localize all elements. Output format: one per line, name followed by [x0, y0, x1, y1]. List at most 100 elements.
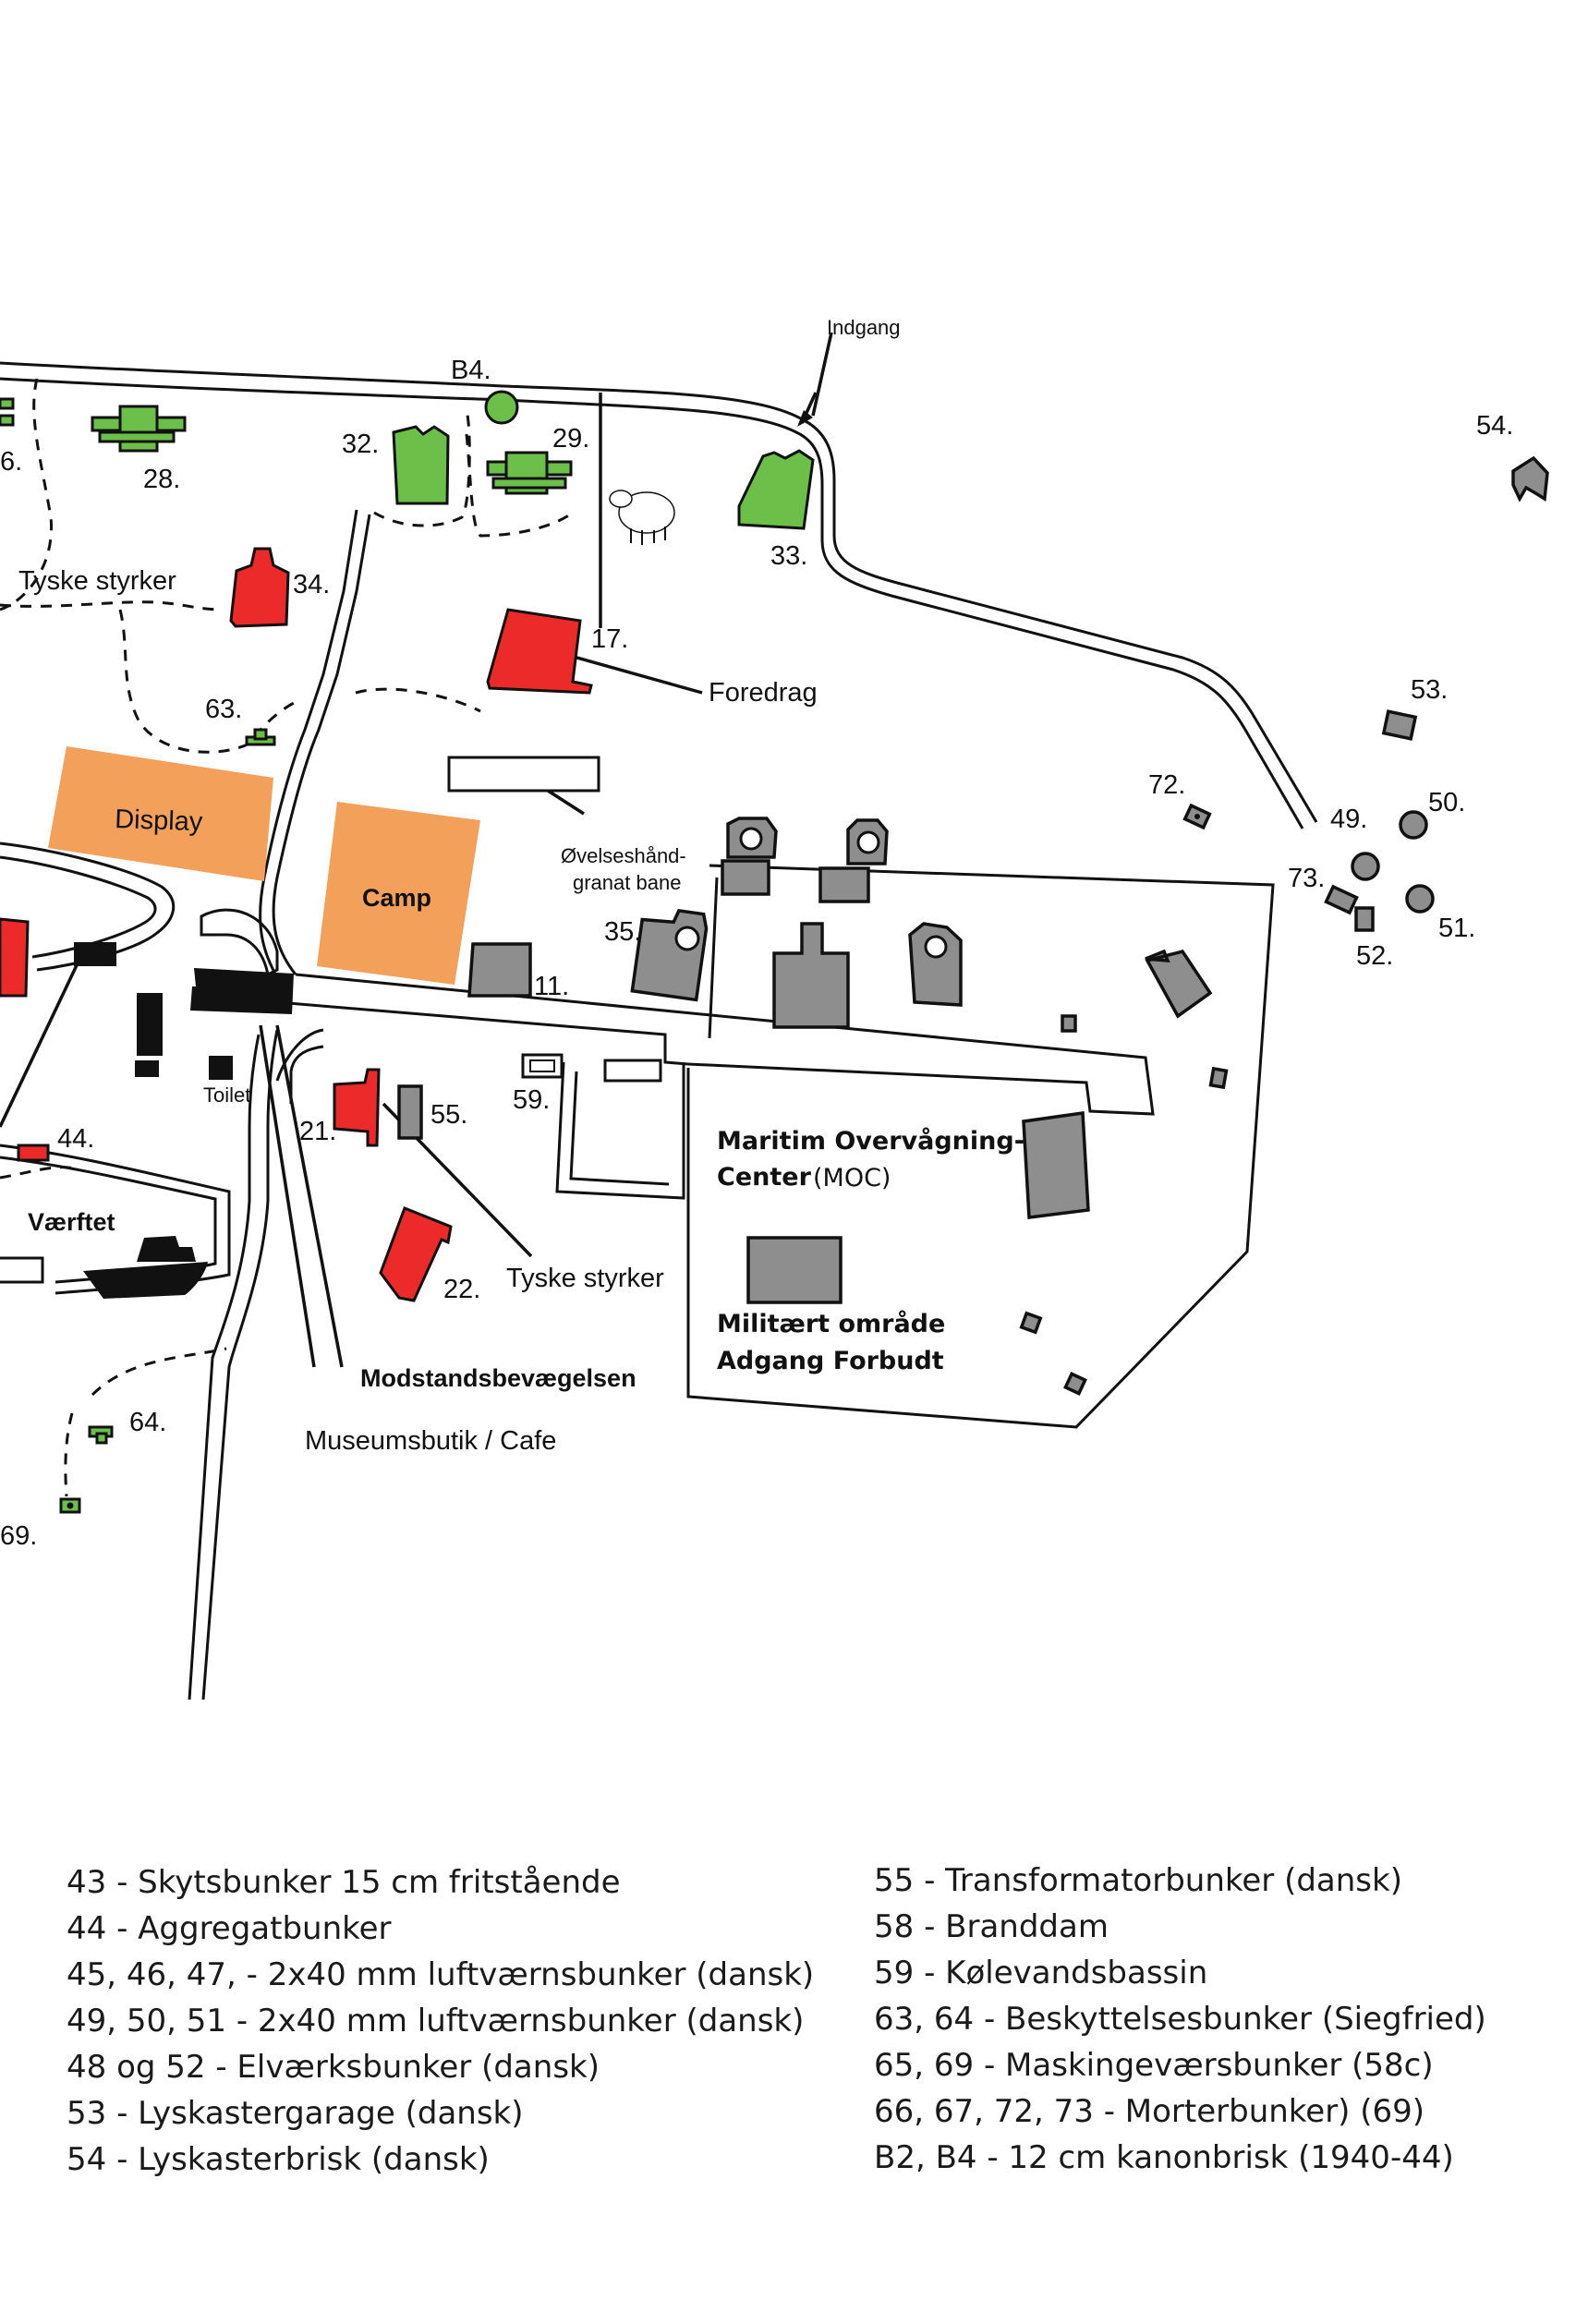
black-buildings	[74, 942, 294, 1080]
legend-left: 43 - Skytsbunker 15 cm fritstående 44 - …	[67, 1859, 814, 2183]
label-moc-2a: Center	[717, 1163, 812, 1192]
military-area-fence	[686, 864, 1275, 1429]
label-modstand: Modstandsbevægelsen	[360, 1364, 636, 1392]
white-box-bay	[0, 1256, 44, 1284]
legend-item: 48 og 52 - Elværksbunker (dansk)	[67, 2049, 600, 2086]
label-51: 51.	[1438, 914, 1475, 943]
road-network	[0, 361, 1318, 1701]
bunker-29[interactable]	[486, 451, 573, 495]
legend-right: 55 - Transformatorbunker (dansk) 58 - Br…	[874, 1858, 1486, 2181]
label-6: 6.	[0, 447, 22, 477]
military-building[interactable]	[746, 1236, 843, 1304]
label-52: 52.	[1356, 941, 1393, 971]
label-17: 17.	[591, 624, 628, 654]
bunker-64[interactable]	[88, 1425, 114, 1445]
label-indgang: Indgang	[827, 316, 901, 339]
bunker-35[interactable]	[630, 906, 709, 1002]
black-building-small[interactable]	[74, 942, 116, 966]
legend-item: 54 - Lyskasterbrisk (dansk)	[67, 2141, 490, 2178]
black-building-tall[interactable]	[137, 993, 163, 1056]
legend-item: 49, 50, 51 - 2x40 mm luftværnsbunker (da…	[67, 2003, 805, 2040]
label-moc-2b: (MOC)	[813, 1164, 891, 1192]
ship-icon	[83, 1236, 208, 1299]
label-camp: Camp	[362, 884, 431, 912]
label-64: 64.	[129, 1408, 166, 1437]
bunker-49[interactable]	[1351, 852, 1380, 881]
label-50: 50.	[1428, 788, 1465, 817]
museum-cafe-building[interactable]	[190, 968, 294, 1014]
bunker-right-angled[interactable]	[1145, 949, 1213, 1019]
small-bunker-1[interactable]	[1061, 1014, 1077, 1033]
legend-item: 59 - Kølevandsbassin	[874, 1955, 1208, 1991]
bunker-52[interactable]	[1354, 906, 1375, 932]
label-73: 73.	[1288, 864, 1325, 893]
bunker-17[interactable]	[486, 608, 593, 695]
footpaths	[0, 378, 574, 1497]
label-foredrag: Foredrag	[709, 678, 818, 708]
bunker-left-edge[interactable]	[0, 917, 30, 998]
bunker-32[interactable]	[392, 425, 450, 505]
bunker-54[interactable]	[1511, 455, 1549, 502]
bunker-69[interactable]	[59, 1497, 81, 1514]
label-54: 54.	[1476, 411, 1513, 441]
building-11[interactable]	[467, 942, 532, 998]
legend-item: B2, B4 - 12 cm kanonbrisk (1940-44)	[874, 2139, 1454, 2176]
bunker-53[interactable]	[1381, 709, 1418, 741]
moc-building[interactable]	[1022, 1111, 1090, 1219]
display-area[interactable]	[48, 746, 273, 881]
map-labels: Indgang B4. 6. 28. 32. 29. 33. Tyske sty…	[0, 316, 1513, 1551]
label-29: 29.	[552, 424, 589, 454]
camp-area[interactable]	[317, 802, 480, 985]
bunker-center[interactable]	[772, 922, 850, 1029]
label-28: 28.	[143, 465, 180, 494]
green-bunkers	[0, 397, 815, 1514]
label-63: 63.	[205, 695, 242, 724]
small-bunker-4[interactable]	[1063, 1372, 1087, 1396]
sheep-icon	[609, 490, 675, 545]
legend-item: 45, 46, 47, - 2x40 mm luftværnsbunker (d…	[67, 1956, 815, 1993]
bunker-33[interactable]	[737, 449, 815, 530]
bunker-34[interactable]	[229, 547, 290, 628]
small-bunker-2[interactable]	[1208, 1066, 1229, 1090]
black-building-tall-2[interactable]	[135, 1060, 159, 1077]
bunker-6[interactable]	[0, 397, 15, 427]
grenade-range[interactable]	[447, 756, 600, 793]
label-museum: Museumsbutik / Cafe	[305, 1426, 556, 1456]
label-11: 11.	[534, 972, 569, 1001]
label-32: 32.	[342, 430, 379, 459]
legend-item: 43 - Skytsbunker 15 cm fritstående	[67, 1864, 621, 1901]
legend-item: 55 - Transformatorbunker (dansk)	[874, 1862, 1402, 1899]
bunker-73[interactable]	[1324, 884, 1359, 915]
toilet-building[interactable]	[209, 1056, 233, 1080]
bunker-63[interactable]	[245, 728, 276, 746]
bunker-72[interactable]	[1182, 803, 1212, 830]
label-72: 72.	[1148, 770, 1185, 800]
bunker-right-1[interactable]	[908, 922, 963, 1007]
bunker-28[interactable]	[91, 405, 187, 453]
label-ovelses-1: Øvelseshånd-	[561, 844, 686, 867]
legend-item: 65, 69 - Maskingeværsbunker (58c)	[874, 2047, 1434, 2084]
legend-item: 44 - Aggregatbunker	[67, 1910, 392, 1947]
bunker-44[interactable]	[17, 1144, 50, 1162]
label-b4: B4.	[451, 356, 491, 385]
label-22: 22.	[443, 1275, 480, 1304]
bunker-59[interactable]	[521, 1053, 564, 1079]
bunker-55[interactable]	[397, 1084, 423, 1140]
label-59: 59.	[513, 1085, 550, 1115]
legend-item: 53 - Lyskastergarage (dansk)	[67, 2095, 524, 2132]
bunker-50[interactable]	[1399, 810, 1428, 840]
bunker-51[interactable]	[1405, 884, 1435, 914]
label-tyske-styrker-bottom: Tyske styrker	[506, 1264, 664, 1293]
b4-gun-position[interactable]	[484, 390, 519, 425]
label-44: 44.	[57, 1124, 94, 1154]
bunker-21[interactable]	[333, 1068, 381, 1147]
white-box-small	[603, 1059, 662, 1083]
label-moc-1: Maritim Overvågning-	[717, 1126, 1024, 1156]
arrowhead-icon	[797, 410, 813, 427]
small-bunker-3[interactable]	[1019, 1311, 1043, 1335]
bunker-top-2[interactable]	[818, 818, 889, 903]
label-49: 49.	[1330, 805, 1367, 834]
bunker-22[interactable]	[379, 1206, 453, 1302]
label-53: 53.	[1411, 675, 1448, 705]
bunker-top-1[interactable]	[721, 817, 778, 896]
